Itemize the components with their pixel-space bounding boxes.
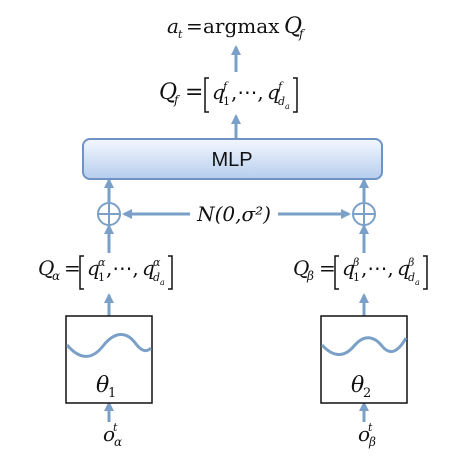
right-network-box: θ 2 xyxy=(320,315,408,404)
svg-text:=: = xyxy=(185,80,203,105)
svg-text:Q: Q xyxy=(159,80,177,105)
svg-text:,⋯,: ,⋯, xyxy=(361,256,394,280)
svg-text:1: 1 xyxy=(353,271,360,284)
svg-text:f: f xyxy=(277,80,284,93)
svg-text:,⋯,: ,⋯, xyxy=(231,80,264,104)
svg-text:f: f xyxy=(298,27,306,41)
svg-text:β: β xyxy=(407,256,414,269)
svg-text:q: q xyxy=(342,256,355,280)
q-beta-vector: Q β = q β 1 ,⋯, q β d a xyxy=(293,255,428,290)
svg-text:f: f xyxy=(222,80,229,93)
svg-text:Q: Q xyxy=(38,256,54,280)
adder-right xyxy=(352,202,376,226)
svg-text:argmax: argmax xyxy=(203,14,280,38)
svg-text:α: α xyxy=(52,269,60,283)
right-network-symbol: θ xyxy=(351,373,364,398)
noise-label: N(0,σ²) xyxy=(196,202,271,226)
arrows xyxy=(104,45,369,422)
left-input-label: o t α xyxy=(103,421,122,449)
left-wave-icon xyxy=(65,333,153,358)
svg-text:f: f xyxy=(173,93,181,107)
svg-text:β: β xyxy=(368,435,376,449)
svg-text:α: α xyxy=(98,256,106,269)
svg-text:Q: Q xyxy=(293,256,309,280)
svg-text:=: = xyxy=(64,256,81,280)
svg-text:=: = xyxy=(319,256,336,280)
svg-text:d: d xyxy=(153,271,160,284)
svg-text:=: = xyxy=(186,14,203,38)
q-alpha-vector: Q α = q α 1 ,⋯, q α d a xyxy=(38,255,173,290)
left-network-symbol: θ xyxy=(96,373,109,398)
right-network-sub: 2 xyxy=(363,386,371,401)
svg-text:q: q xyxy=(87,256,100,280)
svg-text:β: β xyxy=(352,256,359,269)
svg-text:t: t xyxy=(178,28,183,41)
svg-text:o: o xyxy=(358,422,370,446)
output-equation: a t = argmax Q f xyxy=(167,14,306,41)
svg-text:q: q xyxy=(267,80,280,104)
svg-text:q: q xyxy=(397,256,410,280)
right-wave-icon xyxy=(320,336,408,356)
svg-text:1: 1 xyxy=(223,95,230,108)
svg-text:d: d xyxy=(408,271,415,284)
svg-text:,⋯,: ,⋯, xyxy=(106,256,139,280)
svg-text:q: q xyxy=(212,80,225,104)
svg-text:a: a xyxy=(160,278,165,287)
svg-text:Q: Q xyxy=(284,14,302,39)
q-f-vector: Q f = q f 1 ,⋯, q f d a xyxy=(159,77,298,113)
svg-text:a: a xyxy=(415,278,420,287)
svg-text:t: t xyxy=(113,421,118,434)
svg-text:t: t xyxy=(368,421,373,434)
svg-text:a: a xyxy=(167,14,179,38)
svg-text:d: d xyxy=(278,95,285,108)
svg-text:α: α xyxy=(114,435,122,449)
mlp-label: MLP xyxy=(211,149,252,171)
svg-text:o: o xyxy=(103,422,115,446)
left-network-sub: 1 xyxy=(108,386,116,401)
svg-text:1: 1 xyxy=(98,271,105,284)
svg-text:β: β xyxy=(306,269,314,283)
adder-left xyxy=(97,202,121,226)
right-input-label: o t β xyxy=(358,421,376,449)
mlp-box xyxy=(82,138,383,180)
svg-text:a: a xyxy=(285,102,290,111)
svg-text:q: q xyxy=(142,256,155,280)
svg-text:α: α xyxy=(153,256,161,269)
left-network-box: θ 1 xyxy=(65,315,153,404)
